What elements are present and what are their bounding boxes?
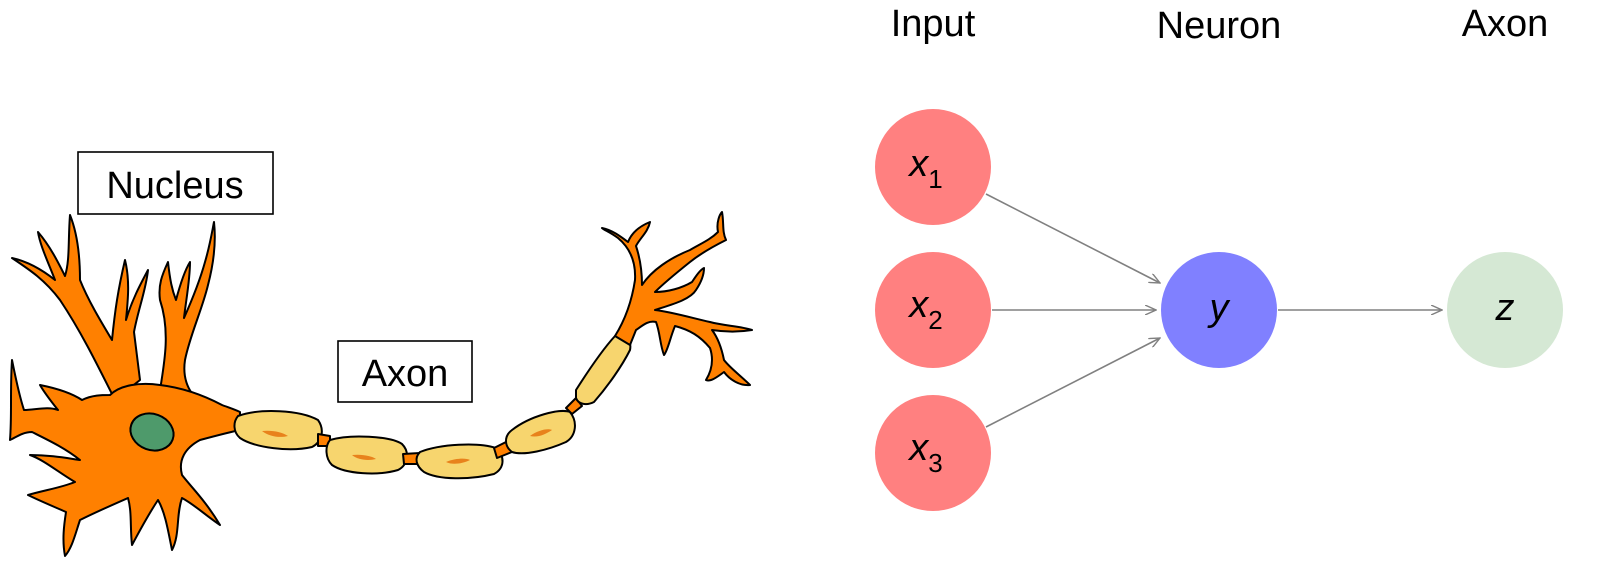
node-x3-sub: 3: [928, 448, 942, 478]
biological-neuron: Nucleus Axon: [9, 151, 753, 557]
node-x2-sub: 2: [928, 305, 942, 335]
svg-text:x2: x2: [907, 284, 942, 335]
node-x3-circle: [875, 395, 991, 511]
network-diagram: Input Neuron Axon x1 x2 x3: [875, 3, 1563, 511]
nucleus-callout: Nucleus: [77, 151, 274, 215]
node-x1: x1: [875, 109, 991, 225]
node-x3-letter: x: [907, 427, 930, 469]
node-x1-letter: x: [907, 143, 930, 185]
header-axon: Axon: [1462, 3, 1549, 45]
node-x2-circle: [875, 252, 991, 368]
node-y: y: [1161, 252, 1277, 368]
svg-text:x3: x3: [907, 427, 942, 478]
axon-callout: Axon: [337, 340, 473, 403]
edge-x3-y: [985, 338, 1160, 428]
node-z-circle: [1447, 252, 1563, 368]
header-neuron: Neuron: [1157, 5, 1282, 47]
node-x2-letter: x: [907, 284, 930, 326]
edge-x1-y: [985, 193, 1160, 283]
cell-body: [9, 214, 241, 557]
svg-text:x1: x1: [907, 143, 942, 194]
edges: [985, 193, 1442, 428]
myelin-marks: [262, 429, 552, 464]
nucleus-shape: [129, 412, 175, 452]
axon-terminals: [601, 211, 753, 387]
node-x1-sub: 1: [928, 164, 942, 194]
node-y-letter: y: [1207, 287, 1231, 329]
axon-label: Axon: [362, 353, 449, 395]
header-input: Input: [891, 3, 976, 45]
node-y-circle: [1161, 252, 1277, 368]
node-x2: x2: [875, 252, 991, 368]
node-z-letter: z: [1495, 287, 1515, 329]
nucleus-label: Nucleus: [106, 165, 243, 207]
node-x1-circle: [875, 109, 991, 225]
node-z: z: [1447, 252, 1563, 368]
node-x3: x3: [875, 395, 991, 511]
